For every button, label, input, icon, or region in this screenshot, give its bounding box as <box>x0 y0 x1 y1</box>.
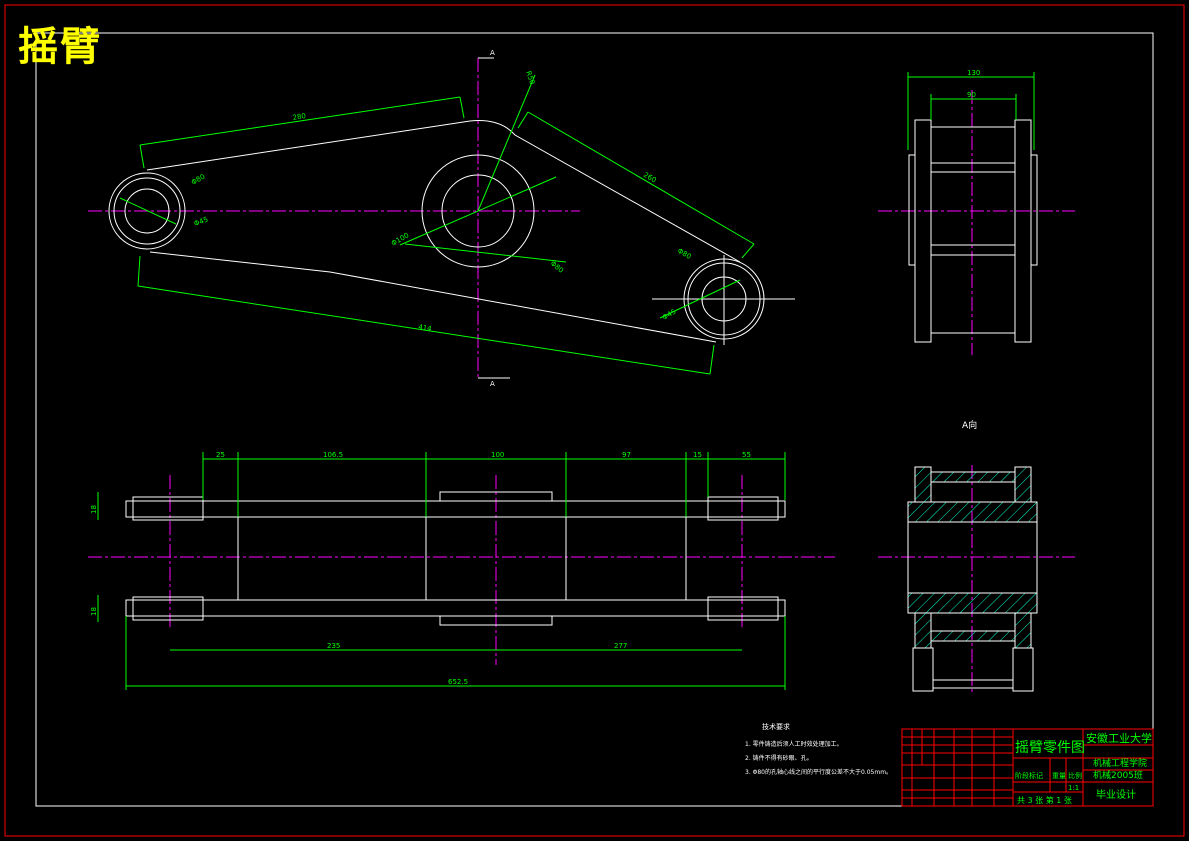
section-mark-top: A <box>490 49 495 57</box>
tech-req-heading: 技术要求 <box>762 722 790 731</box>
dim-front-overall: 652.5 <box>448 678 468 686</box>
section-mark-bottom: A <box>490 380 495 388</box>
sheet-count: 共 3 张 第 1 张 <box>1017 795 1072 805</box>
dept-name: 机械工程学院 <box>1093 757 1147 769</box>
drawing-title: 摇臂 <box>18 23 102 70</box>
stage-label: 阶段标记 <box>1015 771 1043 780</box>
dim-front-bottom-2: 277 <box>614 642 627 650</box>
side-view <box>878 90 1075 355</box>
weight-label: 重量 <box>1052 772 1066 780</box>
scale-value: 1:1 <box>1068 784 1079 792</box>
tech-req-3: 3. Φ80的孔轴心线之间的平行度公差不大于0.05mm。 <box>745 768 892 776</box>
dim-side-inner: 90 <box>967 91 976 99</box>
dim-right-inner: Φ45 <box>661 308 677 322</box>
dim-upper-left: 280 <box>292 112 306 122</box>
outer-frame <box>4 4 1185 837</box>
dim-left-outer: Φ80 <box>190 173 206 187</box>
dim-left-inner: Φ45 <box>193 215 209 227</box>
side-view-dimensions <box>907 72 1035 150</box>
class-name: 机械2005班 <box>1093 769 1143 781</box>
front-view <box>88 475 835 665</box>
dim-front-5: 15 <box>693 451 702 459</box>
dim-front-3: 100 <box>491 451 504 459</box>
graduation-label: 毕业设计 <box>1096 788 1136 801</box>
dim-front-4: 97 <box>622 451 631 459</box>
dim-bottom-overall: 414 <box>418 323 433 333</box>
view-label: A向 <box>962 419 977 431</box>
top-view <box>88 57 795 379</box>
title-block <box>901 728 1154 807</box>
dim-front-2: 106.5 <box>323 451 343 459</box>
dim-front-1: 25 <box>216 451 225 459</box>
dim-left-thickness-bottom: 18 <box>90 607 98 616</box>
dim-center-radius: R50 <box>524 70 536 86</box>
dim-side-outer: 130 <box>967 69 980 77</box>
dim-upper-right: 260 <box>642 171 658 185</box>
ratio-label: 比例 <box>1068 771 1082 780</box>
dim-front-6: 55 <box>742 451 751 459</box>
dim-left-thickness-top: 18 <box>90 505 98 514</box>
tech-req-1: 1. 零件铸造后须人工时效处理加工。 <box>745 740 843 748</box>
inner-frame <box>35 32 1154 807</box>
section-view <box>878 465 1075 695</box>
part-name: 摇臂零件图 <box>1015 740 1085 756</box>
school-name: 安徽工业大学 <box>1086 731 1152 745</box>
front-view-dimensions <box>97 452 786 690</box>
tech-req-2: 2. 铸件不得有砂眼、孔。 <box>745 754 813 762</box>
dim-front-bottom-1: 235 <box>327 642 340 650</box>
dim-right-outer: Φ80 <box>676 247 692 261</box>
top-view-dimensions <box>119 74 755 375</box>
